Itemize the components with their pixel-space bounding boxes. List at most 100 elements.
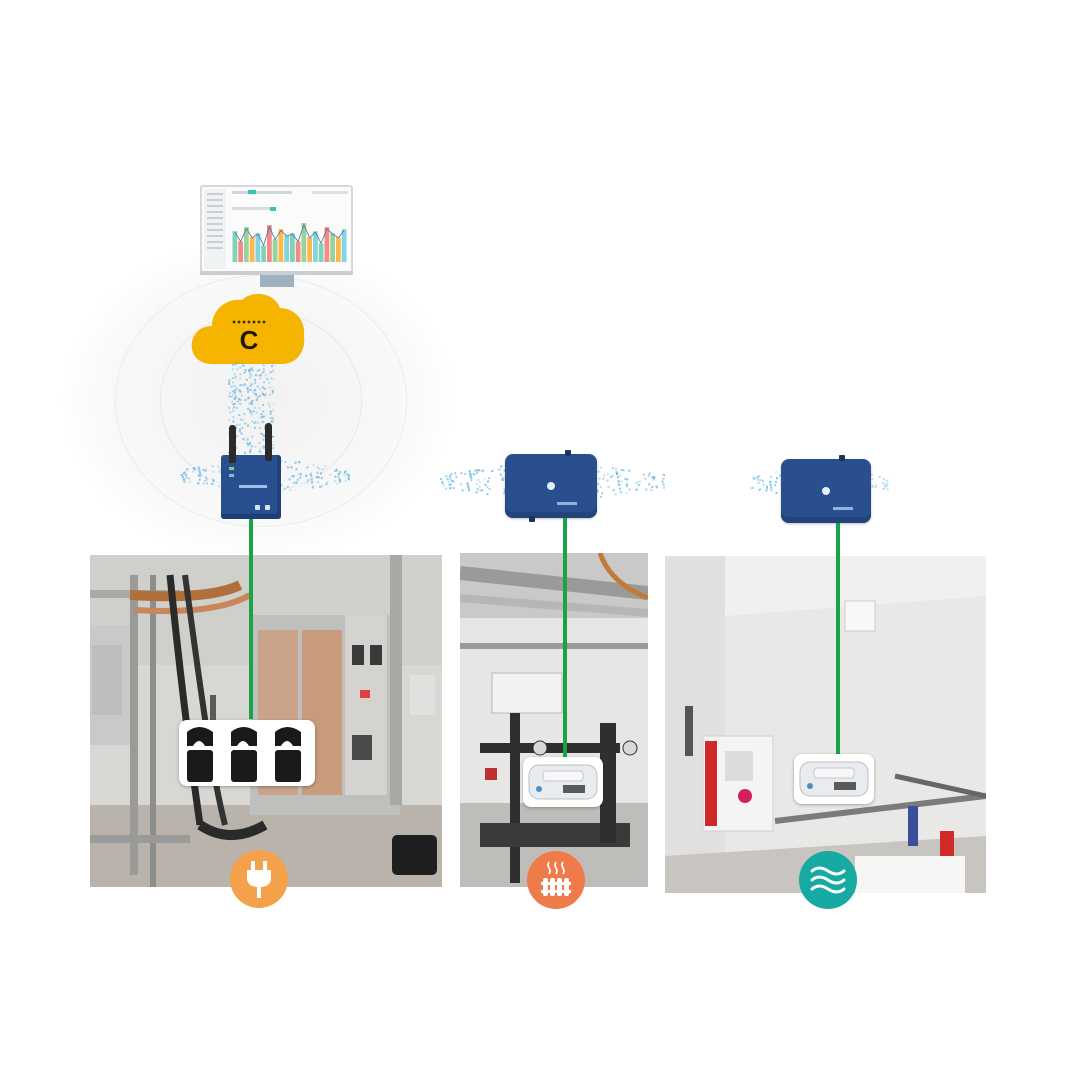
data-dot [599,495,602,498]
data-dot [258,407,261,410]
data-dot [247,397,250,400]
data-dot [251,400,254,402]
data-dot [317,481,320,484]
data-dot [883,486,886,489]
data-dot [259,377,262,380]
data-dot [270,370,273,373]
data-dot [243,383,246,386]
data-dot [260,413,263,416]
data-dot [882,488,885,490]
data-dot [461,489,464,492]
dashboard-bar-chart [232,223,347,262]
data-dot [480,470,483,473]
data-dot [486,493,489,496]
data-dot [475,491,478,494]
data-dot [235,427,238,430]
data-dot [298,461,301,464]
data-dot [310,474,312,477]
data-dot [775,471,778,473]
electricity-cable [249,519,253,719]
data-dot [309,472,312,475]
data-dot [762,479,764,482]
water-room-photo [665,556,986,893]
data-dot [469,474,472,476]
data-dot [273,403,274,405]
data-dot [266,378,269,381]
data-dot [264,387,267,390]
data-dot [445,475,448,478]
current-clamp-icons [187,727,301,782]
data-dot [262,404,265,406]
data-dot [475,469,478,472]
data-dot [312,464,315,467]
heating-hub-brand [557,502,577,505]
data-dot [475,472,478,475]
monitor-stand [260,275,294,287]
data-dot [238,389,241,392]
data-dot [238,397,241,400]
data-dot [240,394,243,397]
data-dot [626,478,629,481]
data-dot [233,385,236,388]
data-dot [663,474,665,476]
data-dot [470,477,473,479]
data-dot [310,479,313,482]
data-dot [779,474,782,477]
data-dot [248,443,251,446]
data-dot [254,388,257,391]
data-dot [448,475,451,478]
data-dot [246,386,249,389]
gateway-led-2 [229,474,234,477]
data-dot [762,483,765,486]
data-dot [299,476,302,479]
water-waves-icon [810,866,846,894]
data-dot [628,469,631,472]
heating-room-photo [460,553,648,887]
data-dot [249,409,252,412]
data-dot [283,487,286,490]
data-dot [211,483,214,485]
data-dot [497,468,500,471]
data-dot [346,473,349,476]
data-dot [257,422,260,425]
data-dot [775,481,777,484]
data-dot [455,475,458,478]
data-dot [291,475,294,478]
data-dot [263,394,266,397]
data-dot [188,477,190,480]
data-dot [246,442,249,445]
data-dot [452,487,455,490]
data-dot [249,411,252,414]
data-dot [347,478,350,481]
dashboard-bar [324,227,330,262]
data-dot [316,471,319,474]
data-dot [661,480,664,483]
data-dot [269,413,272,415]
data-dot [264,374,267,377]
data-dot [298,472,301,475]
data-dot [280,459,283,462]
data-dot [329,473,332,476]
data-dot [449,483,452,486]
data-dot [615,467,617,470]
data-dot [488,488,491,490]
data-dot [261,371,264,374]
data-dot [481,489,484,492]
dashboard-trend-line [234,223,345,247]
data-dot [598,477,601,480]
data-dot [251,420,254,423]
data-dot [239,373,242,376]
data-dot [441,481,444,484]
data-dot [236,424,239,426]
data-dot [503,492,506,495]
data-dot [232,394,235,397]
data-dot [344,479,347,482]
data-dot [233,402,236,405]
data-dot [452,480,455,483]
data-dot [320,472,322,475]
data-dot [271,391,274,394]
data-dot [638,480,641,483]
data-dot [307,479,310,481]
data-dot [622,469,625,472]
data-dot [770,489,773,492]
